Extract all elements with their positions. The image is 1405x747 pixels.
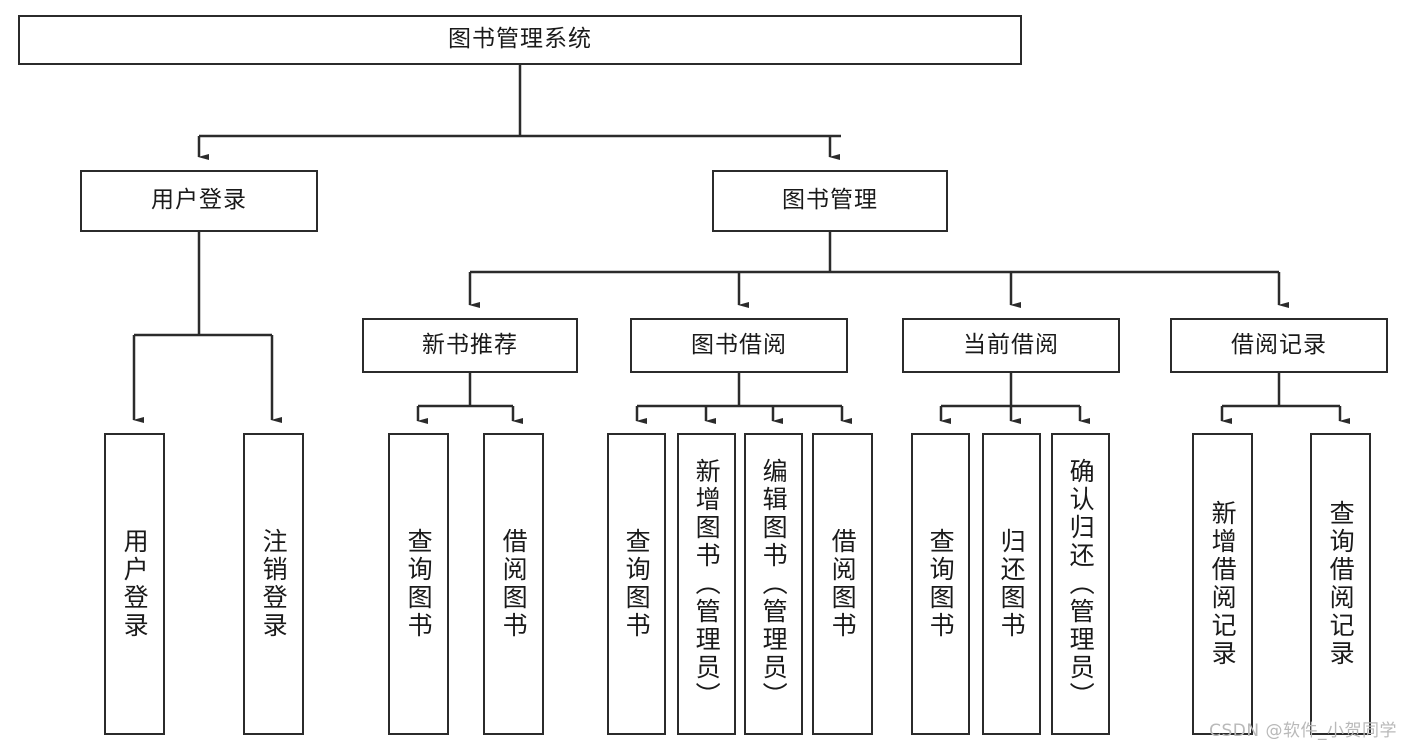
node-current-borrow[interactable]: 当前借阅 xyxy=(902,318,1120,373)
node-leaf-add-record-label: 新增借阅记录 xyxy=(1208,500,1238,668)
node-leaf-user-login-label: 用户登录 xyxy=(120,528,150,640)
node-leaf-query-record-label: 查询借阅记录 xyxy=(1326,500,1356,668)
node-leaf-edit-book[interactable]: 编辑图书（管理员） xyxy=(744,433,803,735)
node-leaf-borrow-book-2-label: 借阅图书 xyxy=(828,528,858,640)
node-leaf-add-record[interactable]: 新增借阅记录 xyxy=(1192,433,1253,735)
node-book-manage[interactable]: 图书管理 xyxy=(712,170,948,232)
node-leaf-query-book-1-label: 查询图书 xyxy=(404,528,434,640)
node-leaf-user-login[interactable]: 用户登录 xyxy=(104,433,165,735)
node-leaf-query-book-2[interactable]: 查询图书 xyxy=(607,433,666,735)
node-leaf-confirm-return[interactable]: 确认归还（管理员） xyxy=(1051,433,1110,735)
node-leaf-query-book-3[interactable]: 查询图书 xyxy=(911,433,970,735)
node-book-borrow[interactable]: 图书借阅 xyxy=(630,318,848,373)
node-leaf-query-book-2-label: 查询图书 xyxy=(622,528,652,640)
node-user-login[interactable]: 用户登录 xyxy=(80,170,318,232)
watermark: CSDN @软件_小贺同学 xyxy=(1209,721,1397,741)
node-root[interactable]: 图书管理系统 xyxy=(18,15,1022,65)
node-leaf-edit-book-label: 编辑图书（管理员） xyxy=(759,458,789,710)
node-leaf-add-book-label: 新增图书（管理员） xyxy=(692,458,722,710)
node-leaf-return-book-label: 归还图书 xyxy=(997,528,1027,640)
node-leaf-confirm-return-label: 确认归还（管理员） xyxy=(1066,458,1096,710)
node-leaf-borrow-book-1[interactable]: 借阅图书 xyxy=(483,433,544,735)
node-leaf-add-book[interactable]: 新增图书（管理员） xyxy=(677,433,736,735)
node-borrow-record[interactable]: 借阅记录 xyxy=(1170,318,1388,373)
node-leaf-query-book-3-label: 查询图书 xyxy=(926,528,956,640)
node-leaf-query-record[interactable]: 查询借阅记录 xyxy=(1310,433,1371,735)
node-leaf-borrow-book-1-label: 借阅图书 xyxy=(499,528,529,640)
node-leaf-query-book-1[interactable]: 查询图书 xyxy=(388,433,449,735)
node-leaf-logout-label: 注销登录 xyxy=(259,528,289,640)
node-leaf-logout[interactable]: 注销登录 xyxy=(243,433,304,735)
node-new-book-recommend[interactable]: 新书推荐 xyxy=(362,318,578,373)
node-leaf-return-book[interactable]: 归还图书 xyxy=(982,433,1041,735)
node-leaf-borrow-book-2[interactable]: 借阅图书 xyxy=(812,433,873,735)
